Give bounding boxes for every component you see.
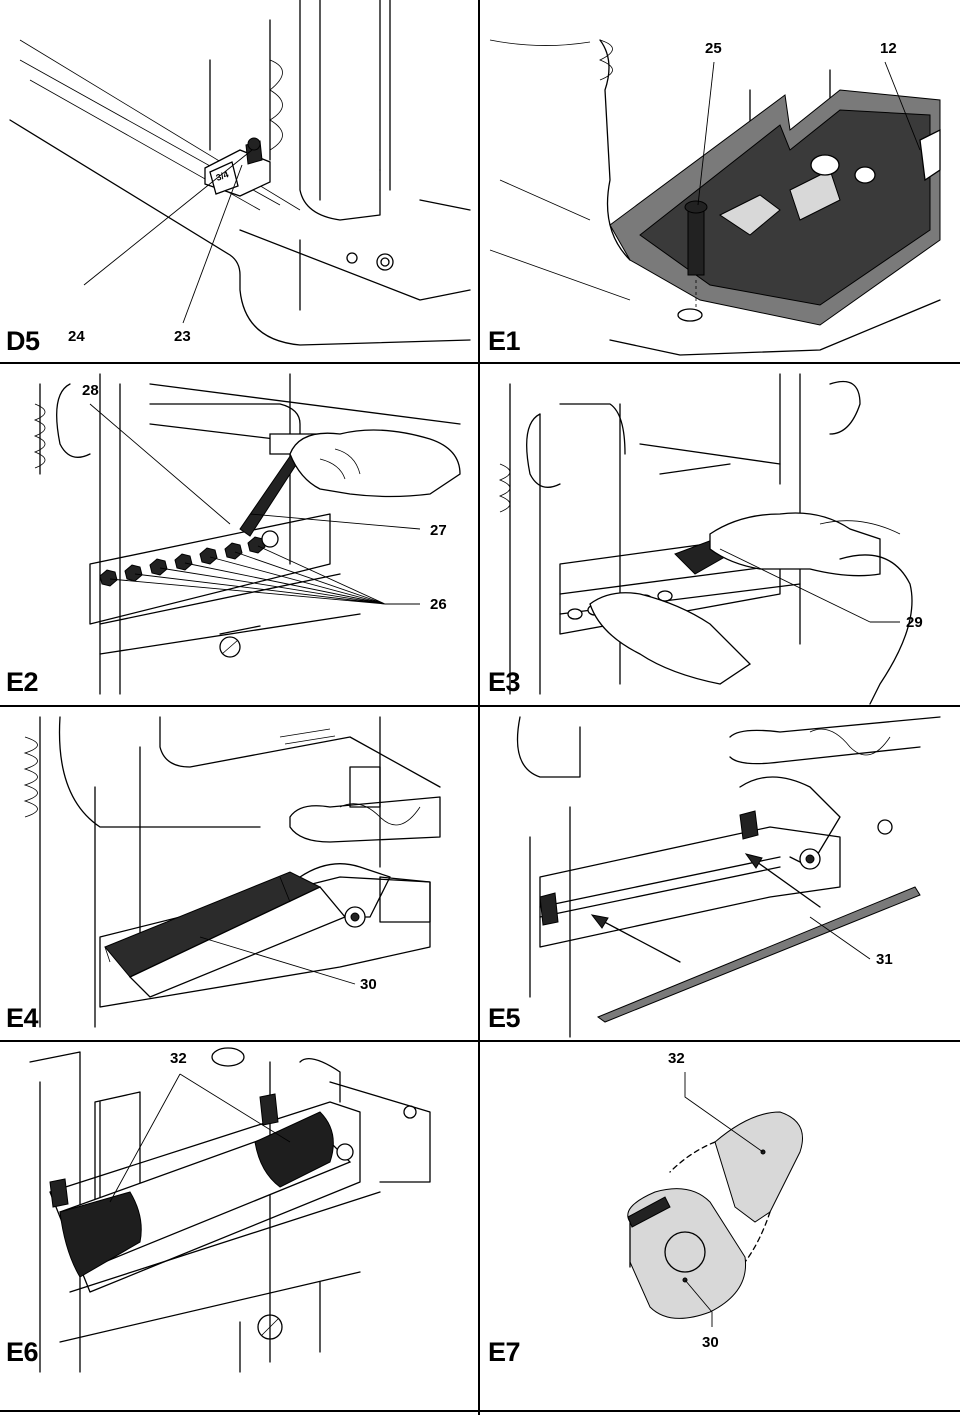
e4-figure-label: E4: [6, 1003, 39, 1033]
d5-illustration: [9, 0, 471, 346]
e6-figure-label: E6: [6, 1337, 39, 1367]
e4-illustration: [23, 716, 441, 1028]
e3-figure-label: E3: [488, 667, 521, 697]
e5-illustration: [516, 716, 941, 1038]
panel-e3: E3 29: [480, 364, 960, 705]
frame-bottom: [0, 1410, 960, 1412]
e7-callout-32: 32: [668, 1050, 685, 1067]
e1-callout-25: 25: [705, 40, 722, 57]
panel-e5: E5 31: [480, 707, 960, 1040]
e4-callout-30: 30: [360, 976, 377, 993]
e1-illustration: [489, 39, 941, 356]
panel-e6: E6 32: [0, 1042, 478, 1410]
d5-callout-24: 24: [68, 328, 85, 345]
e2-callout-28: 28: [82, 382, 99, 399]
e2-figure-label: E2: [6, 667, 39, 697]
e6-illustration: [29, 1047, 431, 1373]
e2-callout-27: 27: [430, 522, 447, 539]
e7-figure-label: E7: [488, 1337, 521, 1367]
d5-callout-23: 23: [174, 328, 191, 345]
panel-e4: E4 30: [0, 707, 478, 1040]
e6-callout-32: 32: [170, 1050, 187, 1067]
e5-callout-31: 31: [876, 951, 893, 968]
e1-callout-12: 12: [880, 40, 897, 57]
e3-illustration: [498, 373, 913, 705]
e7-callout-30: 30: [702, 1334, 719, 1351]
panel-e1: E1 25 12: [480, 0, 960, 362]
panel-e7: E7 32 30: [480, 1042, 960, 1410]
frame-row-divider-1: [0, 362, 960, 364]
frame-row-divider-2: [0, 705, 960, 707]
e2-illustration: [33, 373, 461, 695]
e2-callout-26: 26: [430, 596, 447, 613]
e1-figure-label: E1: [488, 326, 521, 356]
panel-d5: D5 24 23 3/4: [0, 0, 478, 362]
e2-hex-nuts: [99, 536, 266, 587]
e5-figure-label: E5: [488, 1003, 521, 1033]
frame-row-divider-3: [0, 1040, 960, 1042]
frame-vertical-divider: [478, 0, 480, 1415]
d5-figure-label: D5: [6, 326, 40, 356]
panel-e2: E2 28 27 26: [0, 364, 478, 705]
e7-illustration: [627, 1072, 803, 1327]
e3-callout-29: 29: [906, 614, 923, 631]
